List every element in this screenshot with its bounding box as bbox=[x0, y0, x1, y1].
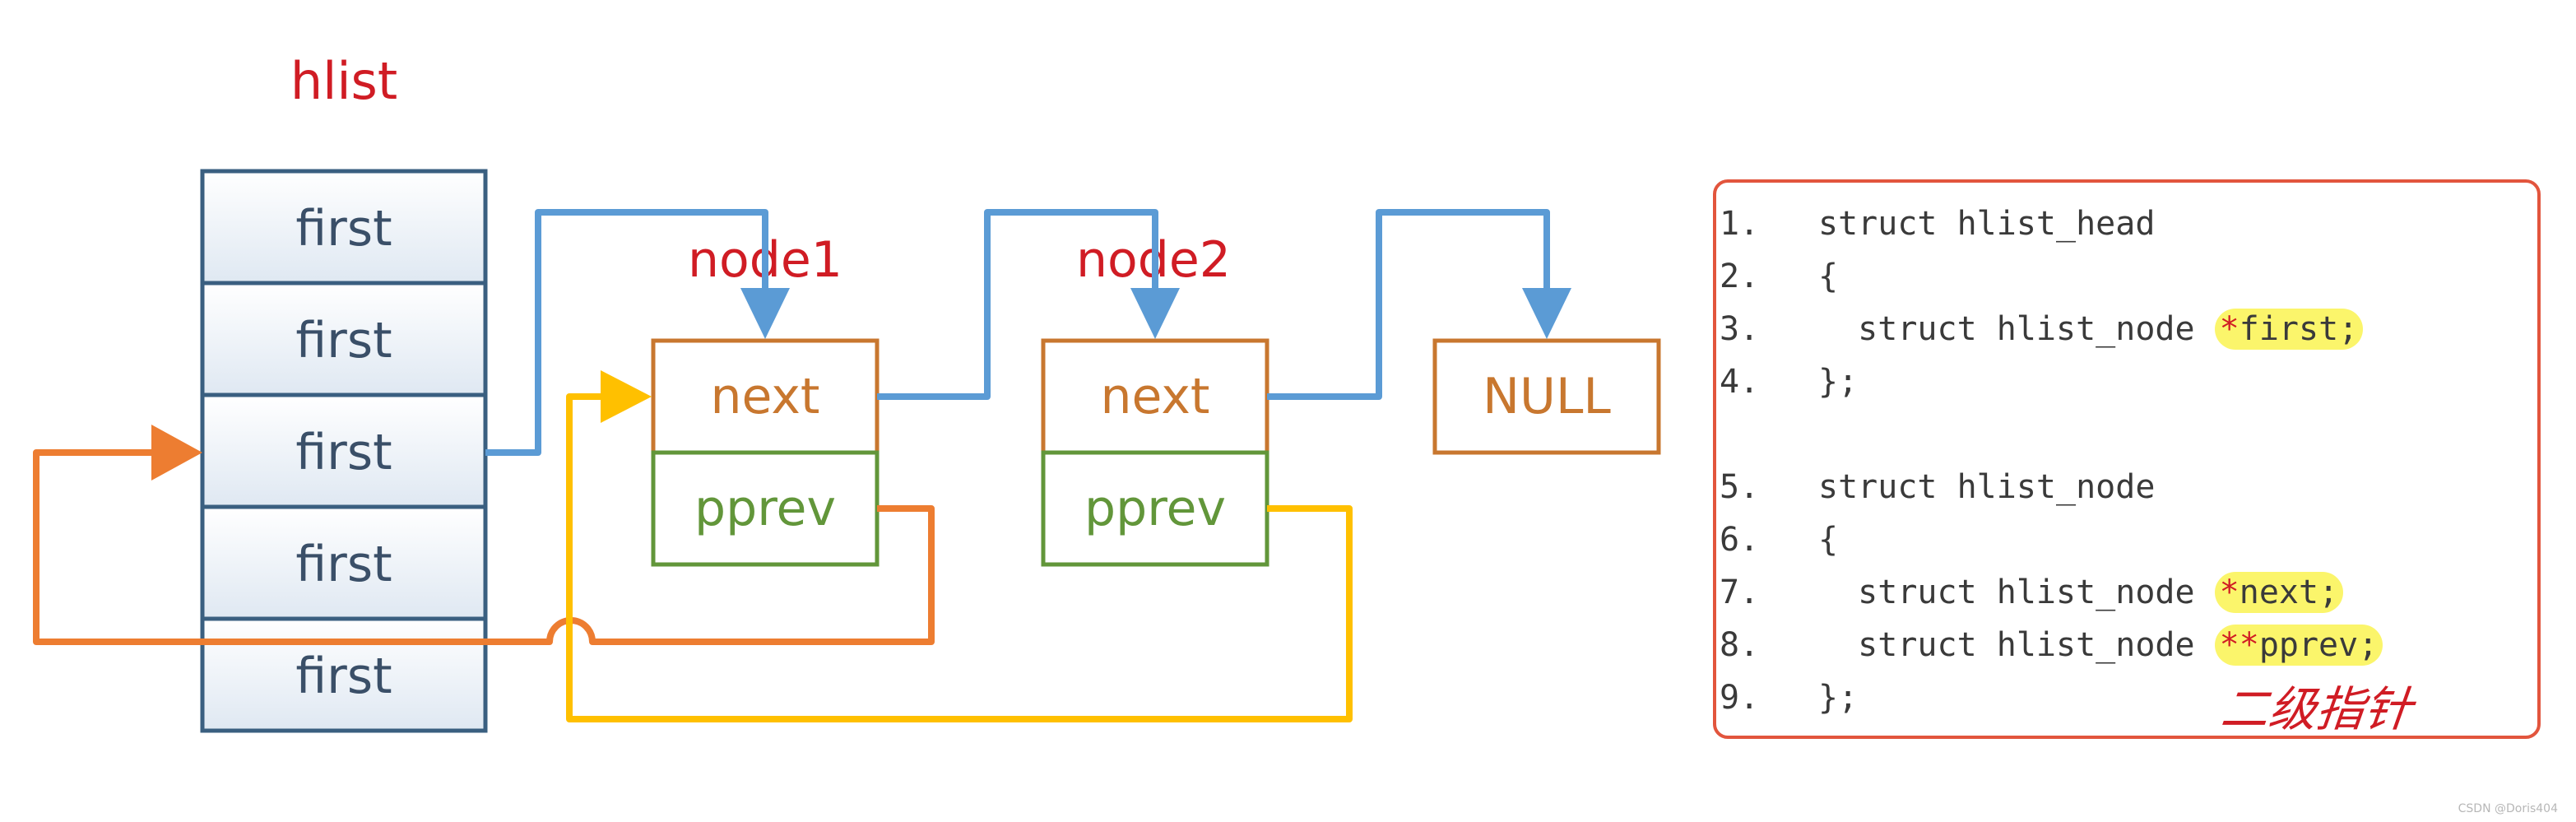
code-line: 8. struct hlist_node **pprev; bbox=[1720, 625, 2383, 666]
highlighted-field: *first; bbox=[2214, 309, 2364, 350]
arrowhead bbox=[740, 288, 790, 339]
node2: next pprev bbox=[1041, 338, 1269, 567]
node1: next pprev bbox=[651, 338, 880, 567]
hlist-cell bbox=[200, 281, 488, 397]
hlist-cell-label: first bbox=[295, 424, 392, 481]
code-line: 3. struct hlist_node *first; bbox=[1720, 309, 2364, 350]
node1-next-to-node2-arrow bbox=[877, 209, 1158, 400]
node2-next-to-null-arrow bbox=[1267, 209, 1550, 400]
code-line: 2.{ bbox=[1720, 258, 1839, 295]
highlighted-field: *next; bbox=[2214, 572, 2344, 613]
double-pointer-annotation: 二级指针 bbox=[2217, 681, 2416, 737]
watermark: CSDN @Doris404 bbox=[2458, 802, 2558, 815]
next-pointer-arrows bbox=[485, 209, 1550, 456]
hlist-cell bbox=[200, 392, 488, 509]
orange-arrowhead bbox=[151, 425, 202, 481]
code-line: 1.struct hlist_head bbox=[1720, 205, 2156, 243]
hlist-cell bbox=[200, 616, 488, 733]
code-line: 5.struct hlist_node bbox=[1720, 468, 2156, 506]
node2-pprev-to-node1-next-arrow bbox=[566, 393, 1353, 722]
hlist-cell-label: first bbox=[295, 536, 392, 593]
null-label: NULL bbox=[1483, 368, 1611, 425]
first-to-node1-arrow bbox=[485, 209, 768, 456]
hlist-cell-label: first bbox=[295, 648, 392, 705]
hlist-cell-label: first bbox=[295, 200, 392, 258]
hlist-array: first first first first first bbox=[200, 169, 488, 733]
highlighted-field: **pprev; bbox=[2214, 625, 2383, 666]
node1-next-label: next bbox=[711, 368, 820, 425]
code-line: 6.{ bbox=[1720, 521, 1839, 559]
yellow-arrowhead bbox=[601, 370, 652, 423]
code-line: 4.}; bbox=[1720, 363, 1859, 401]
node2-pprev-label: pprev bbox=[1084, 480, 1226, 537]
hlist-title: hlist bbox=[290, 51, 397, 111]
code-line: 9.}; bbox=[1720, 679, 1859, 717]
code-panel bbox=[1713, 179, 2541, 739]
node1-pprev-label: pprev bbox=[694, 480, 836, 537]
node1-next-box bbox=[651, 338, 880, 455]
hlist-cell-label: first bbox=[295, 312, 392, 369]
null-box bbox=[1432, 338, 1661, 455]
arrowhead bbox=[1130, 288, 1180, 339]
node2-next-label: next bbox=[1101, 368, 1210, 425]
arrowhead bbox=[1522, 288, 1571, 339]
code-line: 7. struct hlist_node *next; bbox=[1720, 572, 2344, 613]
blue-arrowheads bbox=[740, 288, 1571, 339]
hlist-cell bbox=[200, 169, 488, 286]
node2-next-box bbox=[1041, 338, 1269, 455]
